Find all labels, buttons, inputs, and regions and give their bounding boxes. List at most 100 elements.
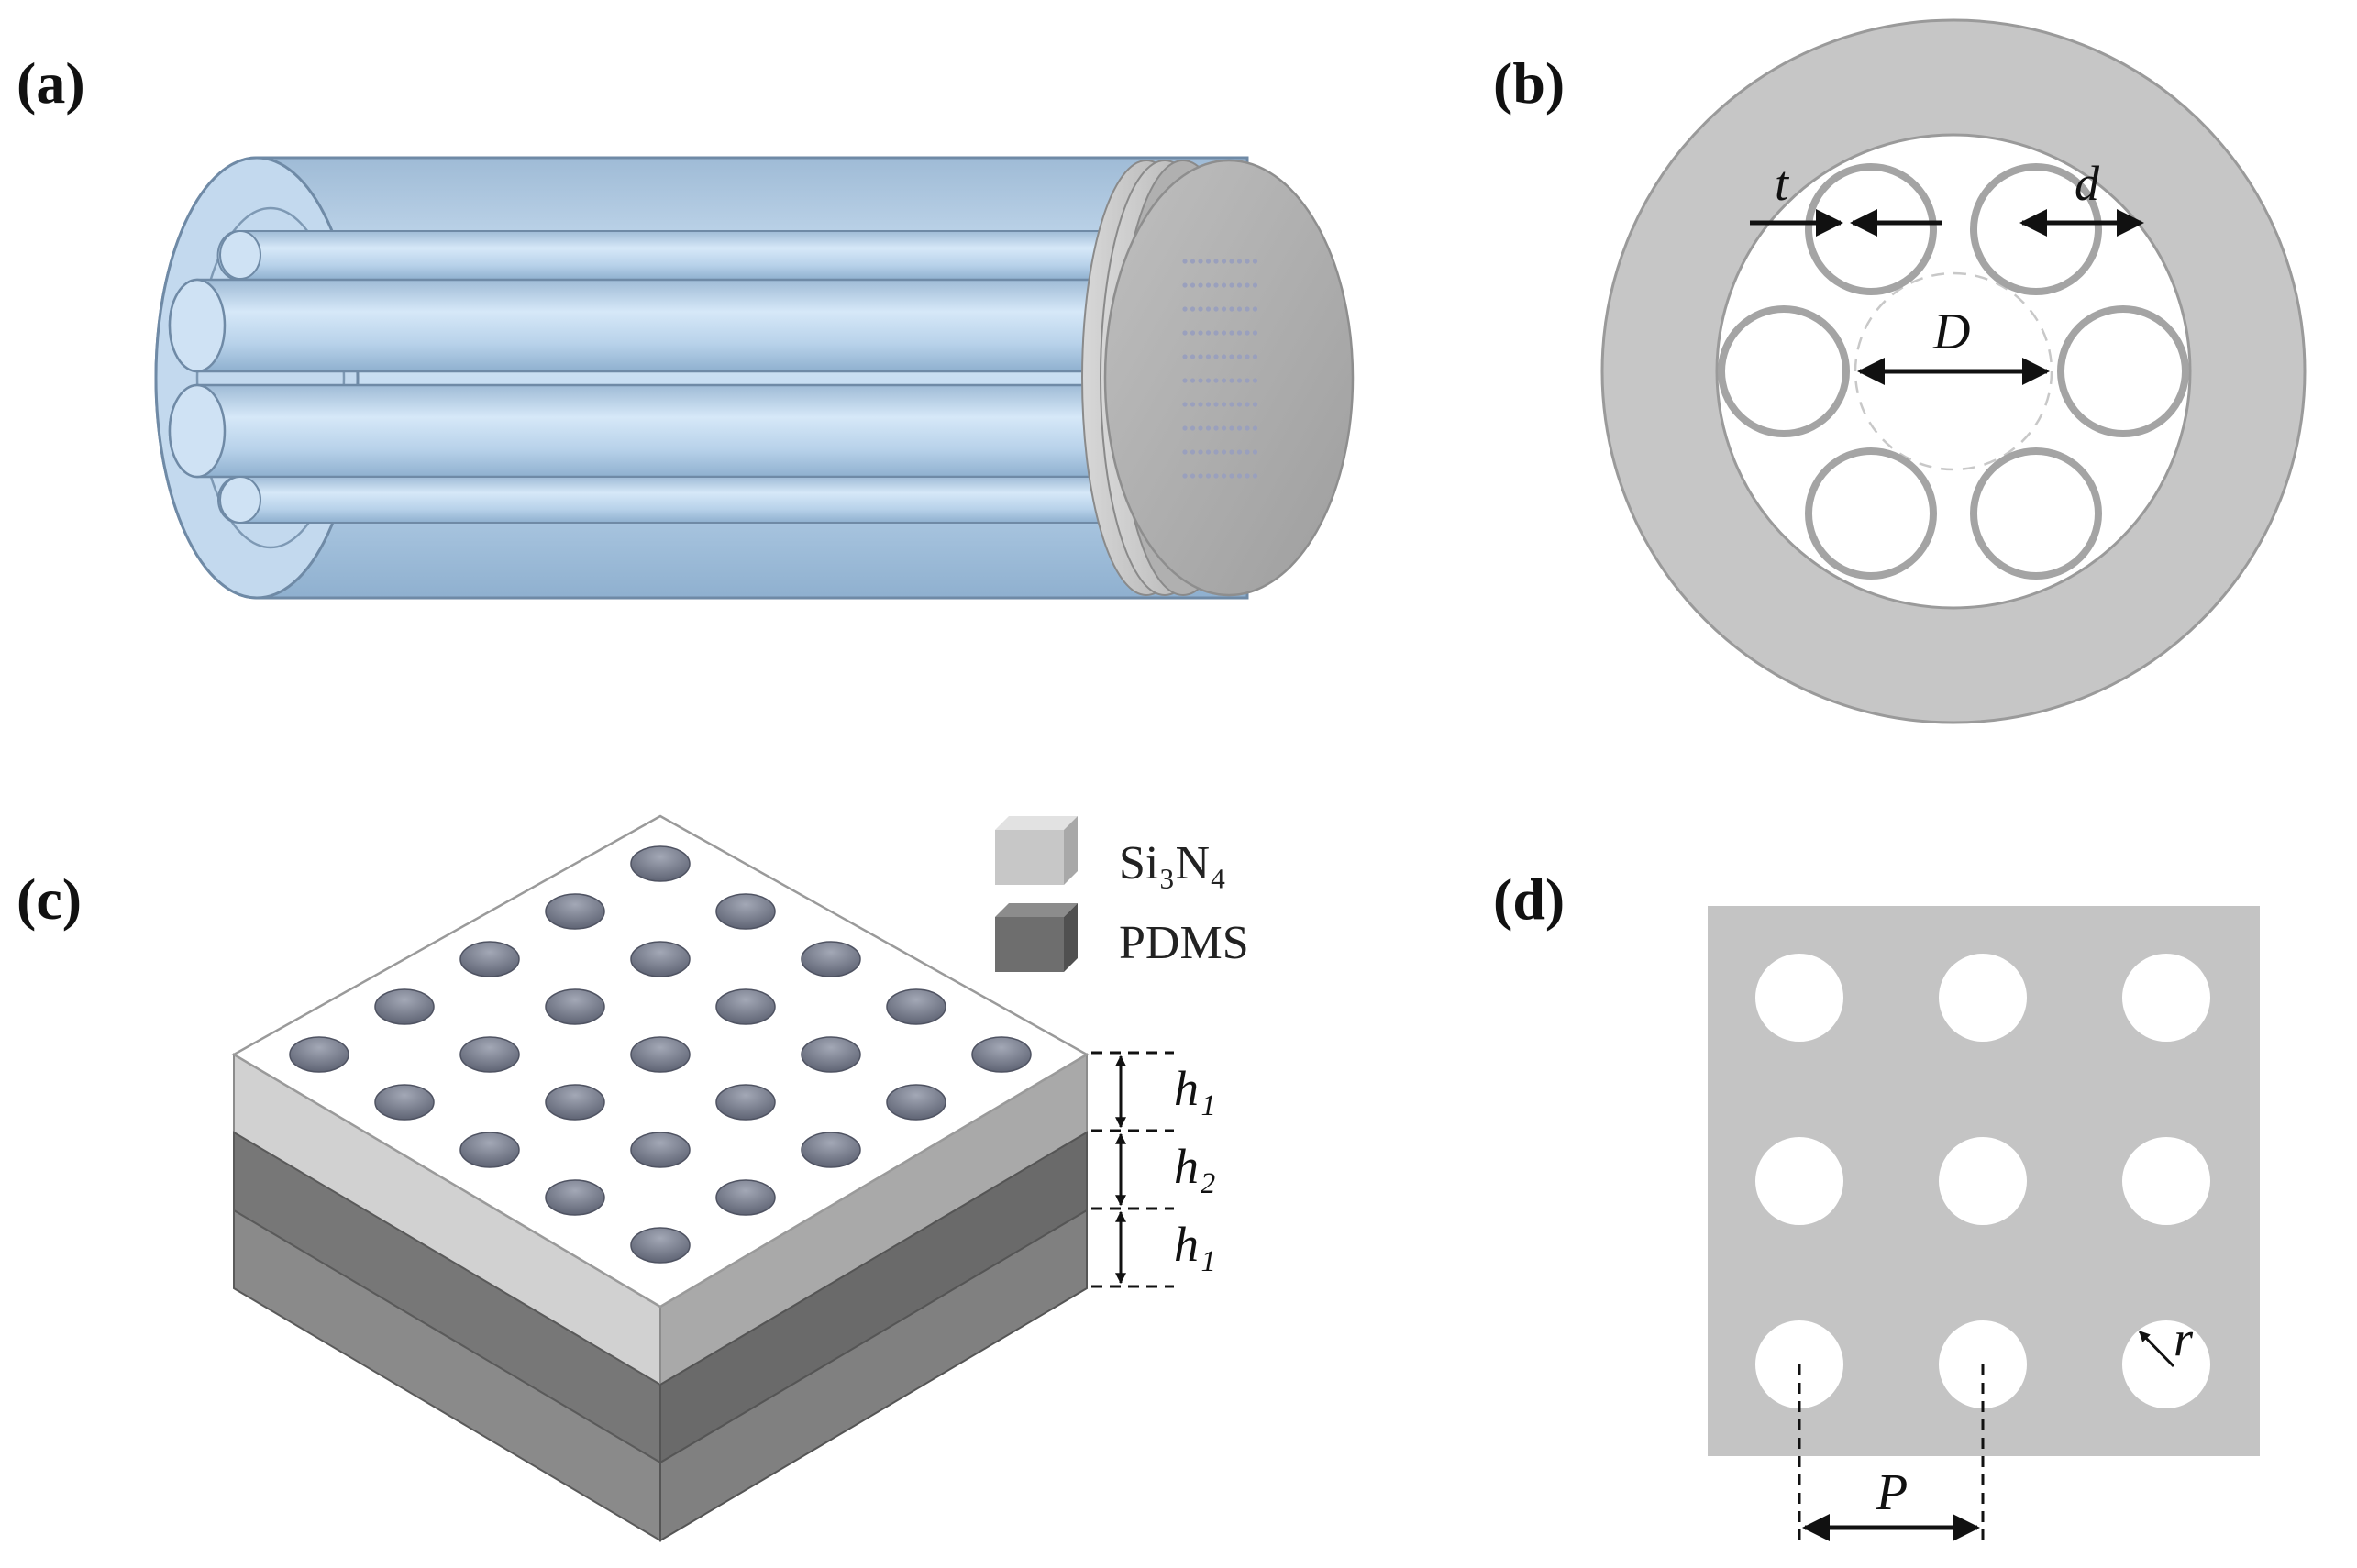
nanohole-dot — [1205, 402, 1212, 407]
top-face-holes — [289, 845, 1032, 1264]
t-label: t — [1775, 156, 1790, 211]
nanohole-dot — [1190, 378, 1196, 383]
nanohole-dot — [1198, 259, 1203, 264]
nanohole-dot — [1236, 449, 1243, 455]
nanohole-dot — [1236, 330, 1243, 336]
plate-hole — [1939, 954, 2027, 1042]
nanohole-dot — [1182, 354, 1188, 359]
d-label: d — [2075, 156, 2100, 211]
nanohole-dot — [1182, 449, 1188, 455]
nanohole-dot — [1245, 402, 1250, 407]
plate-hole — [1755, 954, 1843, 1042]
fiber-cross-section: t d D — [1600, 18, 2307, 724]
nanohole-dot — [1245, 330, 1250, 336]
nanohole-dot — [1213, 306, 1219, 312]
top-face-hole — [630, 845, 691, 882]
nanohole-dot — [1252, 473, 1258, 479]
nanohole-dot — [1245, 306, 1250, 312]
nanohole-dot — [1205, 425, 1212, 431]
nanohole-dot — [1213, 330, 1219, 336]
h2-label: h₂ — [1174, 1139, 1216, 1194]
nanohole-dot — [1213, 449, 1219, 455]
nanohole-dot — [1205, 378, 1212, 383]
D-label: D — [1932, 304, 1970, 360]
nanohole-dot — [1245, 378, 1250, 383]
nanohole-dot — [1245, 259, 1250, 264]
nanohole-dot — [1190, 354, 1196, 359]
nanohole-dot — [1213, 402, 1219, 407]
nanohole-dot — [1245, 473, 1250, 479]
panel-c-label: (c) — [17, 867, 82, 932]
nanohole-dot — [1221, 330, 1227, 336]
nanohole-dot — [1198, 449, 1203, 455]
nanohole-dot — [1229, 449, 1234, 455]
nanohole-dot — [1252, 306, 1258, 312]
nanohole-dot — [1221, 425, 1227, 431]
nanohole-dot — [1229, 425, 1234, 431]
nanohole-dot — [1252, 449, 1258, 455]
top-face-hole — [545, 1084, 605, 1121]
nanohole-dot — [1229, 402, 1234, 407]
nanohole-dot — [1205, 473, 1212, 479]
nanohole-dot — [1182, 330, 1188, 336]
nanohole-dot — [1245, 425, 1250, 431]
nanohole-dot — [1190, 330, 1196, 336]
top-face-hole — [886, 988, 946, 1025]
nanohole-dot — [1236, 378, 1243, 383]
nanohole-dot — [1205, 282, 1212, 288]
nanohole-dot — [1221, 306, 1227, 312]
nanohole-dot — [1198, 282, 1203, 288]
top-face-hole — [630, 1132, 691, 1168]
nanohole-dot — [1198, 378, 1203, 383]
nanohole-dot — [1252, 330, 1258, 336]
panel-a-label: (a) — [17, 50, 85, 116]
fiber-cylinder — [154, 156, 1355, 600]
core-diameter-circle — [1854, 271, 2053, 471]
layer-height-dimensions — [1091, 1051, 1174, 1288]
nanohole-dot — [1236, 259, 1243, 264]
P-label: P — [1876, 1464, 1908, 1521]
top-face-hole — [886, 1084, 946, 1121]
nanohole-dot — [1221, 282, 1227, 288]
nanohole-dot — [1190, 306, 1196, 312]
legend-swatch-pdms — [995, 903, 1078, 972]
nanohole-dot — [1213, 259, 1219, 264]
panel-b-label: (b) — [1493, 50, 1565, 116]
capillary-tube — [1805, 447, 1937, 580]
plate-hole — [1939, 1137, 2027, 1225]
plate-hole — [2122, 1137, 2210, 1225]
panel-b: (b) t d D — [1493, 18, 2307, 724]
capillary-tube — [1970, 447, 2102, 580]
nanohole-dot — [1229, 473, 1234, 479]
nanohole-dot — [1182, 306, 1188, 312]
nanohole-dot — [1198, 330, 1203, 336]
nanohole-dot — [1229, 282, 1234, 288]
nanohole-dot — [1236, 306, 1243, 312]
capillary-tube — [2057, 305, 2189, 437]
top-face-hole — [459, 1132, 520, 1168]
nanohole-dot — [1213, 425, 1219, 431]
nanohole-dot — [1252, 425, 1258, 431]
top-face-hole — [630, 941, 691, 977]
panel-c: (c) Si₃N₄ — [17, 814, 1249, 1542]
panel-d: (d) r P — [1493, 867, 2260, 1541]
top-face-hole — [289, 1036, 349, 1073]
top-face-hole — [715, 1084, 776, 1121]
panel-d-label: (d) — [1493, 867, 1565, 932]
nanohole-dot — [1245, 282, 1250, 288]
plate-holes — [1755, 954, 2210, 1408]
nanohole-dot — [1236, 473, 1243, 479]
nanohole-dot — [1245, 449, 1250, 455]
nanohole-dot — [1182, 402, 1188, 407]
nanohole-dot — [1182, 378, 1188, 383]
capillary-rods — [168, 230, 1129, 524]
nanohole-dot — [1229, 306, 1234, 312]
layered-metasurface-block — [231, 814, 1090, 1542]
top-face-hole — [715, 988, 776, 1025]
nanohole-dot — [1182, 473, 1188, 479]
plate-hole — [2122, 954, 2210, 1042]
legend-label-pdms: PDMS — [1119, 917, 1249, 969]
top-face-hole — [374, 988, 435, 1025]
top-face-hole — [545, 1179, 605, 1216]
